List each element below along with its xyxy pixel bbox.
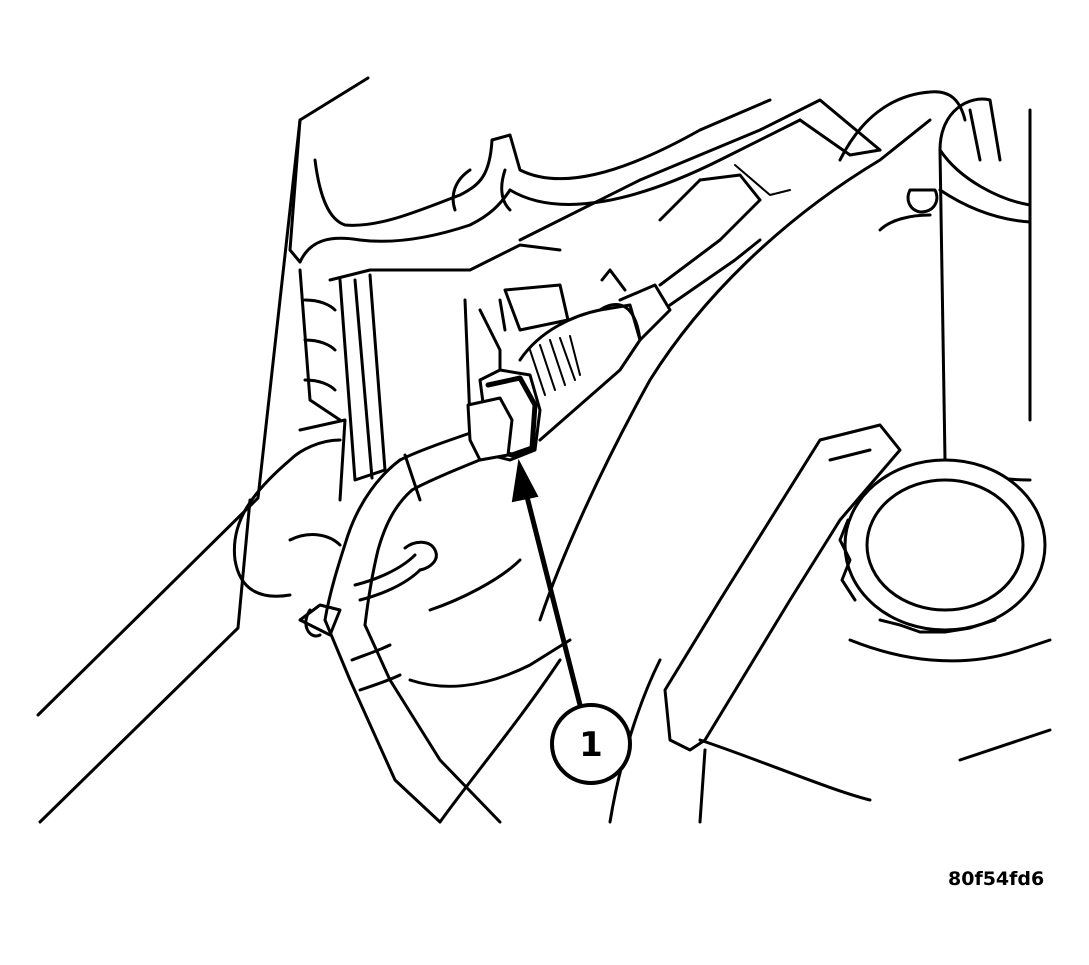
left-body-panel	[36, 76, 370, 824]
lower-housing	[232, 438, 572, 688]
hose-clamp	[298, 540, 438, 638]
callout-1: 1	[511, 458, 632, 785]
callout-circle	[550, 703, 632, 785]
heater-hose	[323, 426, 502, 824]
callout-leader-line	[521, 482, 583, 708]
callout-number: 1	[579, 725, 603, 765]
upper-hose	[298, 98, 802, 264]
reservoir-tank	[663, 423, 1052, 824]
figure-code: 80f54fd6	[948, 868, 1045, 890]
firewall-panel	[518, 98, 882, 242]
electrical-connector	[466, 198, 762, 462]
strut-tower	[438, 90, 967, 824]
air-intake	[906, 97, 1032, 482]
hvac-housing	[298, 243, 562, 502]
callout-arrowhead	[511, 458, 539, 503]
reservoir-cap	[838, 458, 1047, 634]
